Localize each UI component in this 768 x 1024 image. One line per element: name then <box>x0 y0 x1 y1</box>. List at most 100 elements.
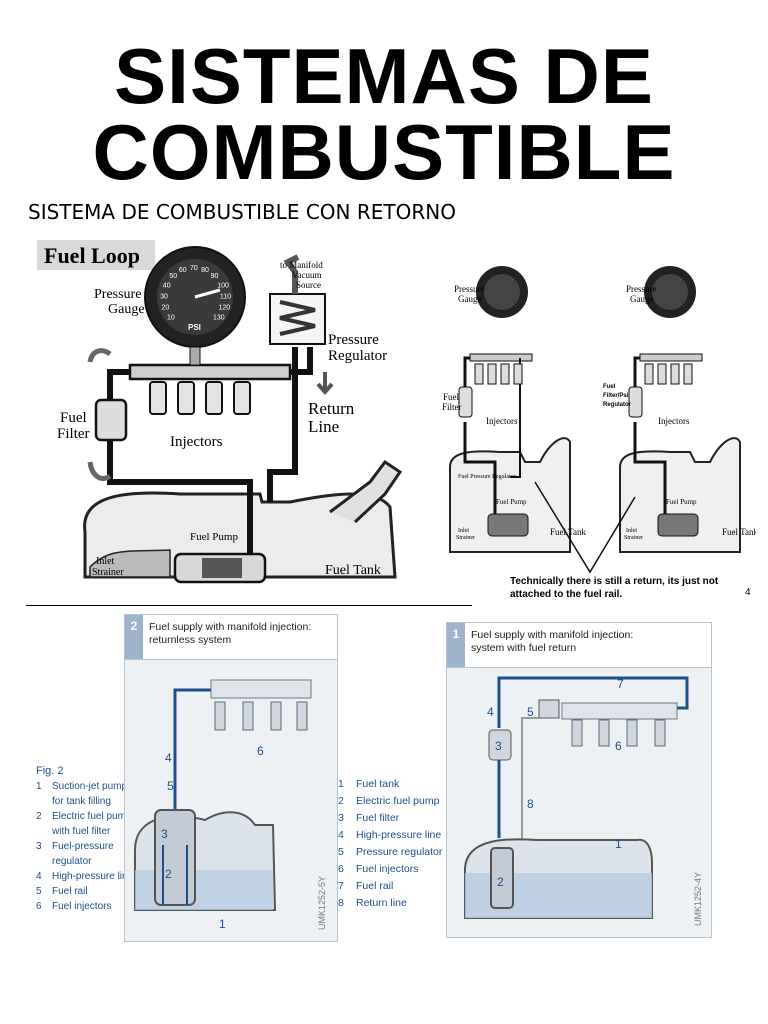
figure-caption: Fuel supply with manifold injection:retu… <box>149 621 312 646</box>
figure-returnless: 2 Fuel supply with manifold injection:re… <box>124 614 338 942</box>
r-fuel: Fuel <box>603 384 616 390</box>
label-injectors: Injectors <box>170 434 223 450</box>
r-strainer: Strainer <box>624 535 643 541</box>
label-fuel-tank: Fuel Tank <box>325 563 381 578</box>
gauge-tick-label: 80 <box>201 267 209 274</box>
label-return: Return <box>308 399 355 418</box>
fuel-loop-header: Fuel Loop <box>44 243 140 268</box>
label-3: 3 <box>495 739 502 753</box>
gauge-tick-label: 40 <box>163 282 171 289</box>
flow-arrow-icon-2 <box>87 461 112 481</box>
l-injectors: Injectors <box>486 416 518 426</box>
gauge-unit: PSI <box>188 323 201 332</box>
right-system <box>619 266 741 553</box>
gauge-tick-label: 70 <box>190 265 198 272</box>
gauge-tick-label: 30 <box>160 293 168 300</box>
l-fuel: Fuel <box>443 392 460 402</box>
label-fuel-pump: Fuel Pump <box>190 531 238 543</box>
r-gauge: Gauge <box>630 294 654 304</box>
r-fuel-tank: Fuel Tank <box>722 527 756 537</box>
label-regulator: Regulator <box>328 348 387 364</box>
l-fuel-tank: Fuel Tank <box>550 527 586 537</box>
return-comparison-diagram: Pressure Gauge Fuel Filter Injectors Fue… <box>442 266 756 600</box>
gauge-tick-label: 120 <box>219 304 231 311</box>
label-gauge: Gauge <box>108 302 145 317</box>
gauge-needle <box>194 288 221 299</box>
filler-neck <box>329 459 403 524</box>
gauge-tick-label: 90 <box>211 273 219 280</box>
label-2: 2 <box>497 875 504 889</box>
pressure-gauge-face <box>157 259 233 335</box>
note-line2: attached to the fuel rail. <box>510 589 622 600</box>
label-2: 2 <box>165 867 172 881</box>
page-number: 4 <box>745 587 751 598</box>
left-system <box>449 266 571 553</box>
note-line1: Technically there is still a return, its… <box>510 576 719 587</box>
figure-caption: Fuel supply with manifold injection:syst… <box>471 629 634 654</box>
r-inlet: Inlet <box>626 528 637 534</box>
label-3: 3 <box>161 827 168 841</box>
pointer-lines <box>534 481 636 574</box>
l-gauge: Gauge <box>458 294 482 304</box>
figure-header: 2 Fuel supply with manifold injection:re… <box>125 615 337 660</box>
gauge-tick-label: 130 <box>213 314 225 321</box>
figure-header: 1 Fuel supply with manifold injection:sy… <box>447 623 711 668</box>
gauge-stem <box>189 346 201 366</box>
label-7: 7 <box>617 677 624 691</box>
r-injectors: Injectors <box>658 416 690 426</box>
separator-line <box>26 605 472 606</box>
l-fuel-pump: Fuel Pump <box>496 498 527 506</box>
l-filter: Filter <box>442 402 462 412</box>
r-pressure: Pressure <box>626 284 657 294</box>
r-fuel-pump: Fuel Pump <box>666 498 697 506</box>
label-source: Source <box>296 280 321 290</box>
label-to-manifold: to Manifold <box>280 260 323 270</box>
inlet-strainer-shape <box>89 549 171 578</box>
label-inlet: Inlet <box>96 556 115 567</box>
r-filter-psi: Filter/Psi <box>603 393 629 399</box>
returnless-schematic: 5 6 4 3 2 1 UMK1252-5Y <box>134 679 327 931</box>
label-6: 6 <box>615 739 622 753</box>
fuel-pump-core <box>202 558 242 578</box>
gauge-tick-label: 110 <box>220 293 231 300</box>
figure-code: UMK1252-5Y <box>317 876 327 930</box>
l-pressure: Pressure <box>454 284 485 294</box>
label-6: 6 <box>257 744 264 758</box>
label-4: 4 <box>487 705 494 719</box>
label-pressure: Pressure <box>94 287 141 302</box>
fig2-heading: Fig. 2 <box>36 765 64 777</box>
section-subtitle: SISTEMA DE COMBUSTIBLE CON RETORNO <box>28 200 456 224</box>
gauge-tick-label: 100 <box>217 282 229 289</box>
label-strainer: Strainer <box>92 567 124 578</box>
page-title-line2: COMBUSTIBLE <box>92 108 676 196</box>
return-arrow-icon <box>316 372 334 396</box>
gauge-tick-label: 10 <box>167 314 175 321</box>
label-5: 5 <box>527 705 534 719</box>
label-line: Line <box>308 417 339 436</box>
label-vacuum: Vacuum <box>292 270 322 280</box>
l-strainer: Strainer <box>456 535 475 541</box>
fuel-rail-shape <box>128 363 292 381</box>
label-pressure-reg: Pressure <box>328 332 379 348</box>
fuel-loop-header-bg <box>37 240 155 270</box>
pressure-regulator-shape <box>269 293 326 345</box>
fuel-filter-shape <box>94 398 128 442</box>
return-schematic: 7 4 5 6 3 8 1 2 UMK1252-4Y <box>464 676 703 926</box>
gauge-tick-label: 60 <box>179 267 187 274</box>
page-title-line1: SISTEMAS DE <box>114 32 654 120</box>
regulator-spring <box>279 300 316 336</box>
